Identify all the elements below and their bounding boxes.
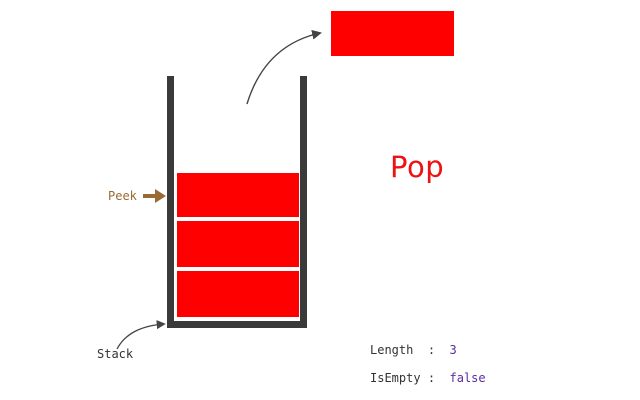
stack-item <box>177 271 299 317</box>
length-separator: : <box>427 343 436 357</box>
length-label: Length <box>370 343 414 357</box>
isempty-label: IsEmpty <box>370 371 421 385</box>
length-value: 3 <box>449 343 457 357</box>
stack-container <box>167 76 307 328</box>
curved-arrow-icon <box>246 29 322 105</box>
isempty-separator: : <box>427 371 436 385</box>
stack-label: Stack <box>97 347 134 361</box>
stack-bottom-wall <box>167 321 307 328</box>
stack-items <box>177 173 299 317</box>
popped-item <box>331 11 454 56</box>
peek-label: Peek <box>108 189 137 203</box>
stack-right-wall <box>300 76 307 328</box>
curved-arrow-icon <box>116 320 166 350</box>
stack-left-wall <box>167 76 174 328</box>
operation-title: Pop <box>390 150 445 184</box>
length-stat: Length : 3 <box>370 343 457 357</box>
stack-item <box>177 221 299 267</box>
isempty-stat: IsEmpty : false <box>370 371 486 385</box>
right-arrow-icon <box>143 189 166 203</box>
stack-item <box>177 173 299 217</box>
isempty-value: false <box>449 371 486 385</box>
